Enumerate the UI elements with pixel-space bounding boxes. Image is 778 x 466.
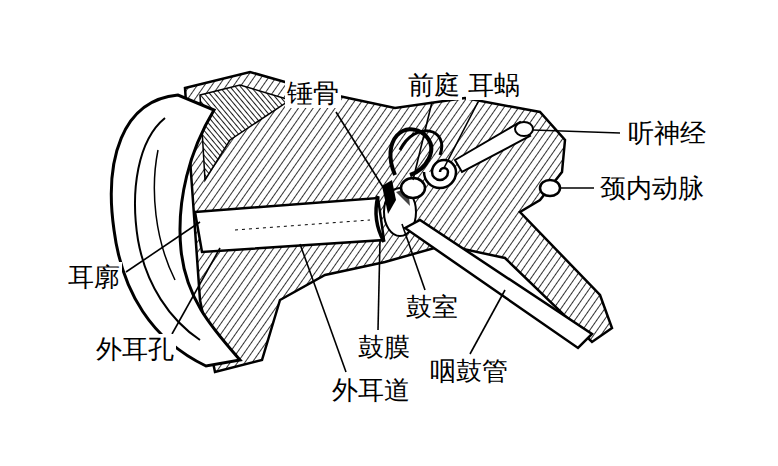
leader-line <box>533 130 620 133</box>
malleus <box>382 180 396 214</box>
eustachian-tube <box>405 220 592 348</box>
part-label: 前庭 <box>406 70 462 100</box>
bone-shading <box>200 85 290 180</box>
part-label: 鼓室 <box>404 292 460 322</box>
leader-lines <box>126 102 620 372</box>
part-label: 耳蜗 <box>466 70 522 100</box>
canal-line <box>235 220 370 230</box>
part-label: 听神经 <box>626 118 708 148</box>
semicircular-canal <box>400 131 442 155</box>
ear-canal <box>195 198 384 252</box>
leader-line <box>126 222 200 272</box>
carotid-artery <box>540 180 560 196</box>
leader-line <box>470 290 505 354</box>
part-label: 颈内动脉 <box>598 173 706 203</box>
leader-line <box>336 112 386 192</box>
leader-line <box>172 248 220 334</box>
leader-line <box>444 102 478 168</box>
leader-line <box>560 187 594 189</box>
part-label: 外耳道 <box>330 375 412 405</box>
leader-line <box>378 240 380 330</box>
leader-line <box>402 224 425 290</box>
leader-line <box>300 244 346 372</box>
part-label: 鼓膜 <box>356 332 412 362</box>
part-label: 外耳孔 <box>94 334 176 364</box>
part-label: 咽鼓管 <box>428 356 510 386</box>
nerve-end <box>515 122 533 136</box>
part-label: 耳廓 <box>66 262 122 292</box>
leader-line <box>413 102 432 180</box>
temporal-bone <box>185 72 612 372</box>
auricle-fold <box>154 150 175 280</box>
part-label: 锤骨 <box>285 78 341 108</box>
tympanic-membrane <box>376 196 384 242</box>
vestibule <box>401 178 425 198</box>
cochlea <box>424 160 456 188</box>
